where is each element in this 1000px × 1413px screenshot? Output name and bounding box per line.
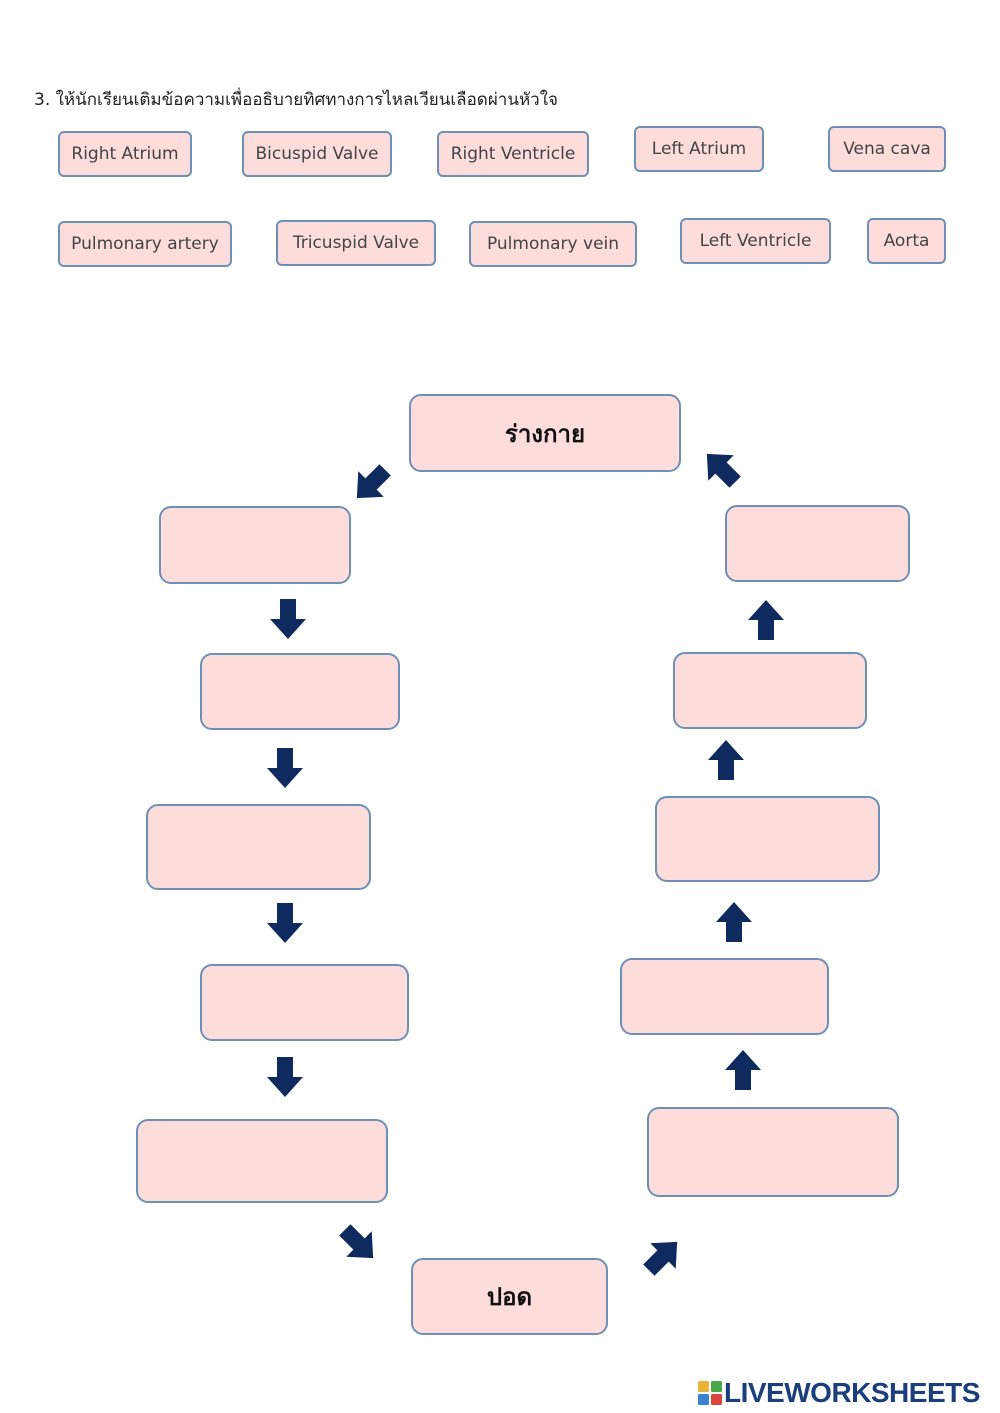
drop-box-left-3[interactable]: [146, 804, 371, 890]
arrow-down-icon: [263, 746, 307, 790]
arrow-up-icon: [744, 598, 788, 642]
drop-box-left-4[interactable]: [200, 964, 409, 1041]
liveworksheets-logo-icon: [698, 1381, 722, 1405]
drop-box-left-5[interactable]: [136, 1119, 388, 1203]
drop-box-right-1[interactable]: [725, 505, 910, 582]
arrow-down-right-icon: [328, 1213, 390, 1275]
chip-aorta[interactable]: Aorta: [867, 218, 946, 264]
drop-box-right-5[interactable]: [647, 1107, 899, 1197]
arrow-up-icon: [704, 738, 748, 782]
arrow-up-icon: [721, 1048, 765, 1092]
chip-pulmonary-vein[interactable]: Pulmonary vein: [469, 221, 637, 267]
chip-vena-cava[interactable]: Vena cava: [828, 126, 946, 172]
logo-text: LIVEWORKSHEETS: [724, 1377, 980, 1408]
chip-bicuspid-valve[interactable]: Bicuspid Valve: [242, 131, 392, 177]
body-box: ร่างกาย: [409, 394, 681, 472]
drop-box-left-2[interactable]: [200, 653, 400, 730]
arrow-up-right-icon: [632, 1225, 694, 1287]
drop-box-right-2[interactable]: [673, 652, 867, 729]
lungs-box: ปอด: [411, 1258, 608, 1335]
arrow-down-icon: [266, 597, 310, 641]
drop-box-left-1[interactable]: [159, 506, 351, 584]
arrow-down-icon: [263, 901, 307, 945]
drop-box-right-3[interactable]: [655, 796, 880, 882]
chip-tricuspid-valve[interactable]: Tricuspid Valve: [276, 220, 436, 266]
arrow-up-left-icon: [690, 437, 752, 499]
arrow-down-left-icon: [340, 453, 402, 515]
instruction-text: 3. ให้นักเรียนเติมข้อความเพื่ออธิบายทิศท…: [34, 90, 558, 110]
chip-pulmonary-artery[interactable]: Pulmonary artery: [58, 221, 232, 267]
chip-left-atrium[interactable]: Left Atrium: [634, 126, 764, 172]
arrow-up-icon: [712, 900, 756, 944]
drop-box-right-4[interactable]: [620, 958, 829, 1035]
liveworksheets-logo: LIVEWORKSHEETS: [698, 1376, 980, 1410]
chip-right-ventricle[interactable]: Right Ventricle: [437, 131, 589, 177]
chip-left-ventricle[interactable]: Left Ventricle: [680, 218, 831, 264]
chip-right-atrium[interactable]: Right Atrium: [58, 131, 192, 177]
arrow-down-icon: [263, 1055, 307, 1099]
